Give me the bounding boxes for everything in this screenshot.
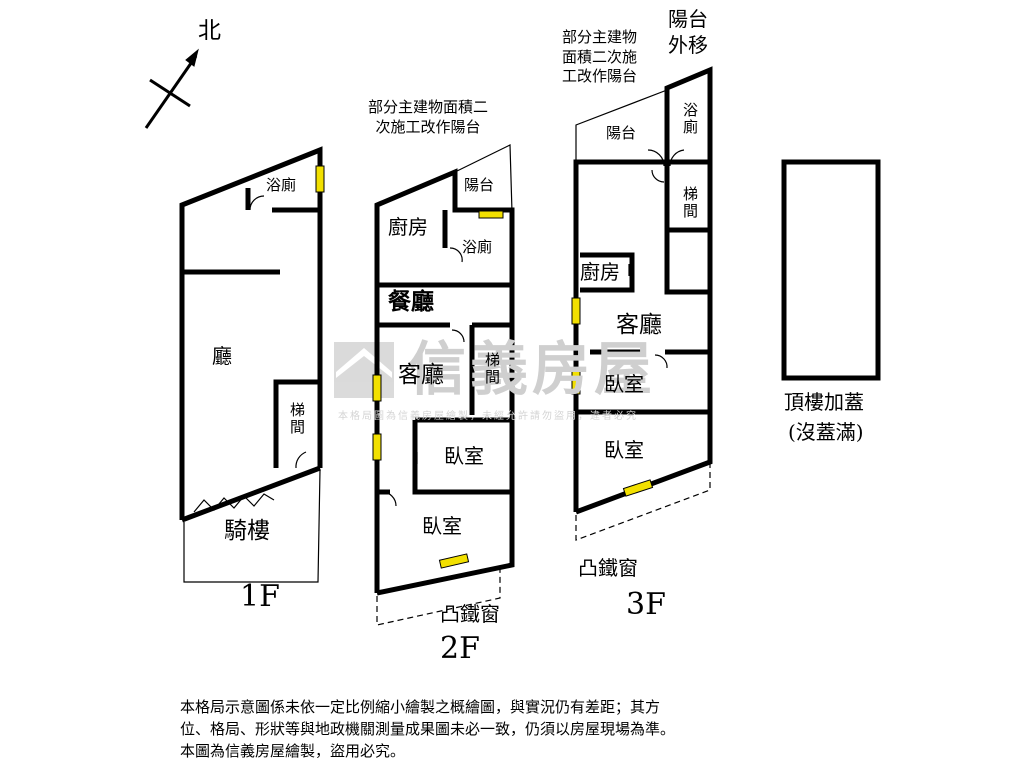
- floor-1f-walls: [179, 146, 323, 523]
- floor-2f-doors: [381, 247, 465, 507]
- floor-2f-kitchen-label: 廚房: [388, 215, 428, 239]
- floor-3f-window-2: [571, 367, 581, 395]
- watermark-notice: 本格局圖為信義房屋繪製，未經允許請勿盜用，違者必究: [338, 411, 638, 422]
- disclaimer: 本格局示意圖係未依一定比例縮小繪製之概繪圖，與實況仍有差距；其方 位、格局、形狀…: [180, 696, 880, 762]
- floor-3f-balcony-outline: [575, 89, 668, 160]
- floor-2f-window-3: [372, 433, 382, 461]
- disclaimer-line-3: 本圖為信義房屋繪製，盜用必究。: [180, 742, 406, 760]
- floor-3f-doors: [628, 149, 685, 369]
- floor-3f-bathroom-label: 浴廁: [681, 102, 699, 136]
- floor-2f-window-1: [478, 210, 504, 219]
- floor-2f-walls: [374, 168, 515, 596]
- floor-3f-bay-window-outline: [575, 462, 711, 541]
- rooftop-sublabel: (沒蓋滿): [788, 420, 864, 444]
- floor-3f-balcony-moved-label: 陽台 外移: [668, 7, 708, 57]
- floor-3f-living-label: 客廳: [616, 312, 662, 338]
- floor-1f-stairs-label: 梯間: [288, 402, 306, 436]
- disclaimer-line-1: 本格局示意圖係未依一定比例縮小繪製之概繪圖，與實況仍有差距；其方: [180, 698, 661, 716]
- compass-arrow-icon: [144, 48, 199, 129]
- floor-2f-balcony-outline: [454, 144, 513, 213]
- floor-2f-window-4: [438, 553, 470, 569]
- rooftop-label: 頂樓加蓋: [784, 390, 864, 414]
- watermark-logo-icon: [334, 342, 394, 398]
- floor-2f-window-2: [372, 374, 382, 402]
- floor-2f-stairs-label: 梯間: [483, 352, 501, 386]
- floor-2f-balcony-label: 陽台: [464, 176, 495, 194]
- floor-2f-bedroom-2-label: 臥室: [422, 514, 462, 538]
- floor-3f-window-1: [571, 297, 581, 325]
- floor-2f-bedroom-1-label: 臥室: [444, 444, 484, 468]
- floor-3f-label: 3F: [626, 587, 666, 622]
- floor-3f-annotation: 部分主建物 面積二次施 工改作陽台: [562, 28, 638, 85]
- floor-1f-arcade-outline: [183, 469, 321, 583]
- floor-3f-stairs-label: 梯間: [681, 186, 699, 220]
- floor-3f-bay-window-label: 凸鐵窗: [578, 556, 638, 580]
- floor-1f-doors: [193, 195, 307, 513]
- floor-2f-living-label: 客廳: [398, 362, 444, 388]
- disclaimer-line-2: 位、格局、形狀等與地政機關測量成果圖未必一致，仍須以房屋現場為準。: [180, 720, 676, 738]
- floor-3f-kitchen-label: 廚房: [580, 260, 620, 284]
- floor-2f-bathroom-label: 浴廁: [462, 238, 493, 256]
- watermark-brand: 信義房屋: [408, 335, 657, 403]
- floor-1f-hall-label: 廳: [212, 344, 232, 368]
- floor-1f-bathroom-label: 浴廁: [266, 176, 297, 194]
- floor-3f-walls: [573, 66, 713, 515]
- floor-2f-annotation: 部分主建物面積二 次施工改作陽台: [368, 98, 489, 136]
- floor-2f-bay-window-label: 凸鐵窗: [440, 602, 500, 626]
- floor-3f-balcony-label: 陽台: [606, 124, 637, 142]
- floor-3f-window-3: [622, 479, 654, 497]
- floor-3f-bedroom-1-label: 臥室: [604, 372, 644, 396]
- floor-1f-label: 1F: [240, 579, 280, 614]
- floor-3f-bedroom-2-label: 臥室: [604, 438, 644, 462]
- rooftop-outline: [781, 159, 881, 381]
- floor-2f-dining-label: 餐廳: [388, 288, 434, 315]
- floor-2f-label: 2F: [440, 631, 480, 666]
- compass-north-label: 北: [198, 18, 221, 44]
- floor-1f-window: [315, 165, 325, 193]
- floor-1f-arcade-label: 騎樓: [224, 518, 270, 544]
- floor-2f-bay-window-outline: [376, 565, 501, 626]
